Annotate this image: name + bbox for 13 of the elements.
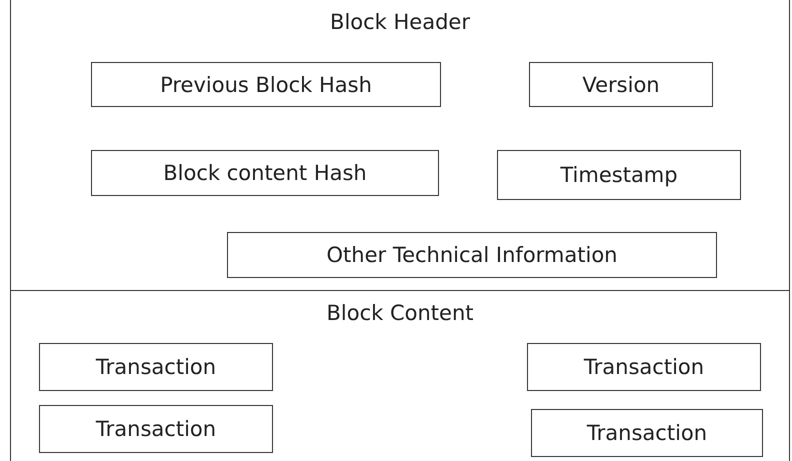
- section-title: Block Header: [330, 10, 470, 34]
- field-box: Transaction: [39, 343, 273, 391]
- section-panel: [10, 290, 790, 461]
- field-box: Version: [529, 62, 713, 107]
- field-box: Transaction: [531, 409, 763, 457]
- field-box: Transaction: [39, 405, 273, 453]
- field-box: Other Technical Information: [227, 232, 717, 278]
- section-title: Block Content: [326, 301, 474, 325]
- field-box: Timestamp: [497, 150, 741, 200]
- field-box: Block content Hash: [91, 150, 439, 196]
- field-box: Transaction: [527, 343, 761, 391]
- field-box: Previous Block Hash: [91, 62, 441, 107]
- section-panel: [10, 0, 790, 291]
